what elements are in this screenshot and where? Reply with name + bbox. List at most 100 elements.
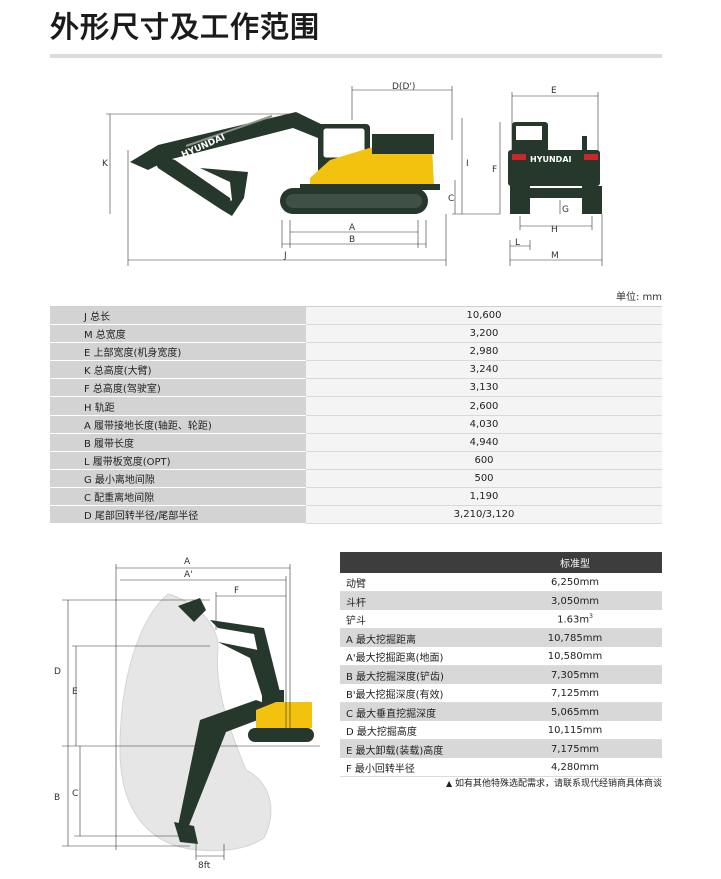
working-range-value: 7,125mm: [488, 684, 662, 703]
working-range-header-blank: [340, 552, 488, 573]
working-range-value: 10,785mm: [488, 628, 662, 647]
working-range-value: 4,280mm: [488, 758, 662, 777]
working-range-label: E 最大卸载(装载)高度: [340, 739, 488, 758]
working-range-excavator: [174, 598, 314, 844]
footnote-marker: ▲: [445, 779, 453, 788]
working-range-label: A'最大挖掘距离(地面): [340, 647, 488, 666]
side-track-inner: [286, 194, 422, 208]
side-view-excavator: HYUNDAI: [130, 112, 440, 216]
working-range-value: 6,250mm: [488, 573, 662, 592]
rear-view-excavator: HYUNDAI: [508, 122, 602, 214]
working-range-value: 10,580mm: [488, 647, 662, 666]
dimension-label: G 最小离地间隙: [50, 469, 306, 488]
working-range-label: F 最小回转半径: [340, 758, 488, 777]
rear-dim-label-G: G: [562, 205, 569, 215]
rear-light-left: [512, 154, 526, 160]
working-range-row: B'最大挖掘深度(有效)7,125mm: [340, 684, 662, 703]
dimension-label: F 总高度(驾驶室): [50, 378, 306, 398]
working-range-row: B 最大挖掘深度(铲齿)7,305mm: [340, 665, 662, 684]
side-dim-label-K: K: [102, 159, 109, 169]
rear-brand: HYUNDAI: [530, 155, 572, 164]
wr-label-8ft: 8ft: [198, 861, 211, 871]
dimension-value: 4,940: [306, 433, 662, 452]
working-range-value-number: 1.63: [557, 614, 580, 626]
working-range-label: 动臂: [340, 573, 488, 592]
working-range-value-unit: m: [579, 614, 590, 626]
working-range-label: A 最大挖掘距离: [340, 628, 488, 647]
side-boom: [130, 112, 325, 170]
dimension-label: C 配重离地间隙: [50, 487, 306, 507]
dimension-label: A 履带接地长度(轴距、轮距): [50, 415, 306, 434]
working-range-diagram: A A' F D E B C 8ft: [54, 557, 320, 871]
dimension-label: E 上部宽度(机身宽度): [50, 342, 306, 362]
working-range-dimension-lines: [62, 564, 320, 860]
page-title: 外形尺寸及工作范围: [50, 10, 321, 44]
dimension-value: 500: [306, 469, 662, 488]
dimension-row: L 履带板宽度(OPT)600: [50, 451, 662, 470]
dimension-label: J 总长: [50, 305, 306, 326]
wr-boom-low: [178, 700, 284, 828]
wr-body: [256, 702, 312, 728]
wr-label-D: D: [54, 667, 61, 677]
side-dim-label-J: J: [283, 251, 287, 261]
side-view-diagram: HYUNDAI K D(D') I C A B J HYUNDAI: [102, 82, 603, 266]
dimension-value: 3,200: [306, 324, 662, 344]
wr-label-A-prime: A': [184, 570, 193, 580]
side-dim-label-A: A: [349, 223, 356, 233]
rear-cab-window: [516, 126, 542, 140]
working-range-label: B 最大挖掘深度(铲齿): [340, 665, 488, 684]
dimension-value: 2,980: [306, 342, 662, 362]
dimension-value: 4,030: [306, 415, 662, 434]
wr-label-E: E: [72, 687, 78, 697]
working-range-label: 斗杆: [340, 591, 488, 610]
dimension-value: 600: [306, 451, 662, 470]
working-range-value: 7,305mm: [488, 665, 662, 684]
rear-track-right: [582, 186, 602, 214]
dimension-value: 3,240: [306, 360, 662, 380]
working-range-value: 3,050mm: [488, 591, 662, 610]
side-body: [310, 146, 434, 186]
working-range-label: B'最大挖掘深度(有效): [340, 684, 488, 703]
dimension-label: H 轨距: [50, 396, 306, 416]
dimension-value: 10,600: [306, 305, 662, 326]
rear-track-left: [510, 186, 530, 214]
dimension-value: 3,210/3,120: [306, 505, 662, 525]
wr-label-A: A: [184, 557, 191, 567]
wr-label-F: F: [234, 586, 239, 596]
working-range-value: 7,175mm: [488, 739, 662, 758]
rear-dim-label-F: F: [492, 165, 497, 175]
side-dim-label-C: C: [448, 194, 454, 204]
working-range-value: 10,115mm: [488, 721, 662, 740]
unit-label: 单位: mm: [615, 292, 662, 303]
wr-track: [248, 728, 314, 742]
side-counterweight: [372, 134, 434, 154]
dimension-label: M 总宽度: [50, 324, 306, 344]
side-cylinder: [185, 115, 273, 147]
rear-exhaust: [582, 136, 587, 150]
wr-bucket-low: [174, 822, 198, 844]
working-range-label: C 最大垂直挖掘深度: [340, 702, 488, 721]
footnote-text: 如有其他特殊选配需求，请联系现代经销商具体商谈: [452, 779, 662, 789]
dimension-label: K 总高度(大臂): [50, 360, 306, 380]
footnote: ▲ 如有其他特殊选配需求，请联系现代经销商具体商谈: [400, 776, 662, 789]
rear-light-right: [584, 154, 598, 160]
working-range-value: 5,065mm: [488, 702, 662, 721]
dimension-row: A 履带接地长度(轴距、轮距)4,030: [50, 415, 662, 434]
side-dim-label-I: I: [466, 159, 469, 169]
working-range-header: 标准型: [488, 552, 662, 573]
dimension-value: 2,600: [306, 396, 662, 416]
wr-label-C: C: [72, 789, 78, 799]
